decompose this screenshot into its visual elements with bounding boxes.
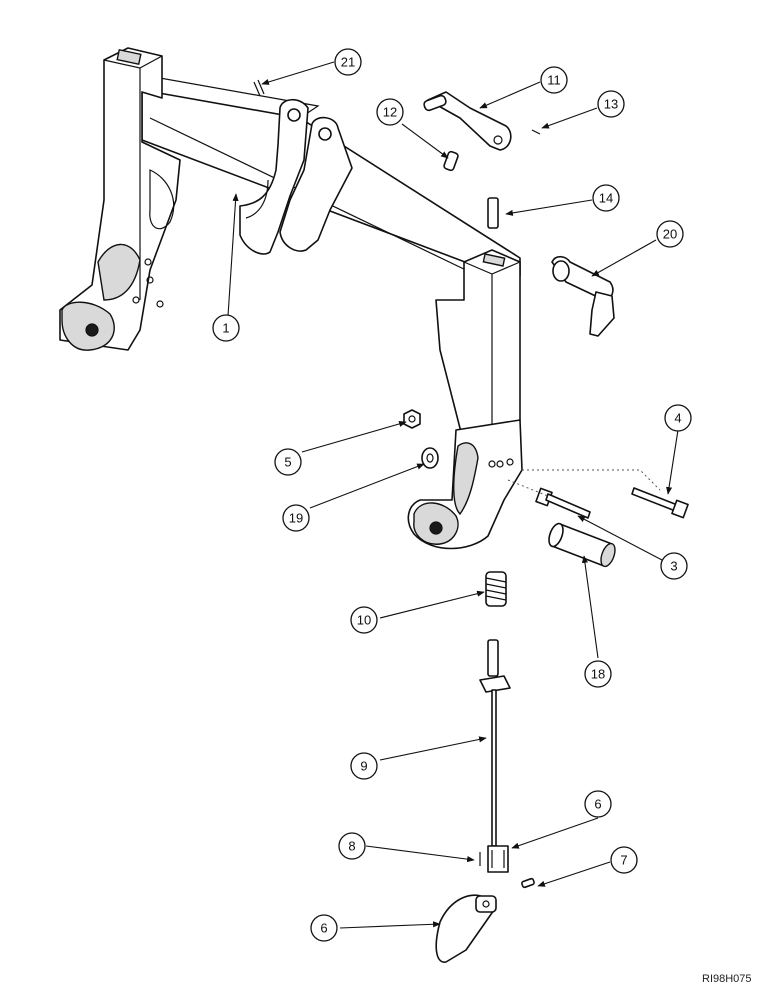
svg-text:21: 21	[341, 55, 355, 70]
callout-10: 10	[350, 606, 378, 634]
callout-13: 13	[597, 90, 625, 118]
callout-4: 4	[664, 404, 692, 432]
svg-text:18: 18	[591, 667, 605, 682]
callout-11: 11	[540, 66, 568, 94]
callout-8: 8	[338, 832, 366, 860]
lock-pin-part-20	[551, 255, 615, 337]
callout-7: 7	[610, 846, 638, 874]
latch-lever-part-11	[423, 91, 512, 151]
clip-part-21	[253, 79, 265, 97]
svg-text:8: 8	[348, 839, 355, 854]
callout-20: 20	[656, 220, 684, 248]
svg-text:4: 4	[674, 411, 681, 426]
svg-text:14: 14	[599, 191, 613, 206]
callout-21: 21	[334, 48, 362, 76]
callout-1: 1	[212, 314, 240, 342]
release-handle-part-6	[435, 894, 497, 963]
bolt-part-4	[631, 487, 689, 519]
washer-part-19	[421, 447, 439, 469]
reference-code: RI98H075	[702, 973, 752, 985]
callout-3: 3	[660, 552, 688, 580]
plate-part-14	[487, 197, 499, 229]
callout-9: 9	[350, 752, 378, 780]
callout-12: 12	[376, 98, 404, 126]
svg-text:9: 9	[360, 759, 367, 774]
callout-5: 5	[274, 448, 302, 476]
spring-part-10	[485, 571, 507, 607]
callout-14: 14	[592, 184, 620, 212]
pin-part-12	[443, 150, 459, 172]
yoke-part-6	[487, 845, 509, 873]
callout-19: 19	[282, 504, 310, 532]
svg-text:7: 7	[620, 853, 627, 868]
svg-text:19: 19	[289, 511, 303, 526]
svg-text:13: 13	[604, 97, 618, 112]
svg-text:12: 12	[383, 105, 397, 120]
svg-text:6: 6	[320, 921, 327, 936]
svg-text:1: 1	[222, 321, 229, 336]
roll-pin-part-13	[531, 129, 541, 135]
release-rod-part-9	[479, 639, 511, 847]
svg-text:6: 6	[594, 797, 601, 812]
callout-6-upper: 6	[584, 790, 612, 818]
pin-part-18	[548, 522, 616, 568]
svg-text:11: 11	[547, 73, 561, 88]
svg-text:10: 10	[357, 613, 371, 628]
svg-text:5: 5	[284, 455, 291, 470]
nut-part-5	[403, 409, 421, 429]
bolt-part-3	[535, 487, 591, 519]
pin-part-7	[521, 877, 535, 889]
callout-leaders	[227, 61, 679, 929]
callout-6-lower: 6	[310, 914, 338, 942]
hitch-frame	[59, 47, 523, 550]
svg-text:20: 20	[663, 227, 677, 242]
callout-18: 18	[584, 660, 612, 688]
svg-text:3: 3	[670, 559, 677, 574]
